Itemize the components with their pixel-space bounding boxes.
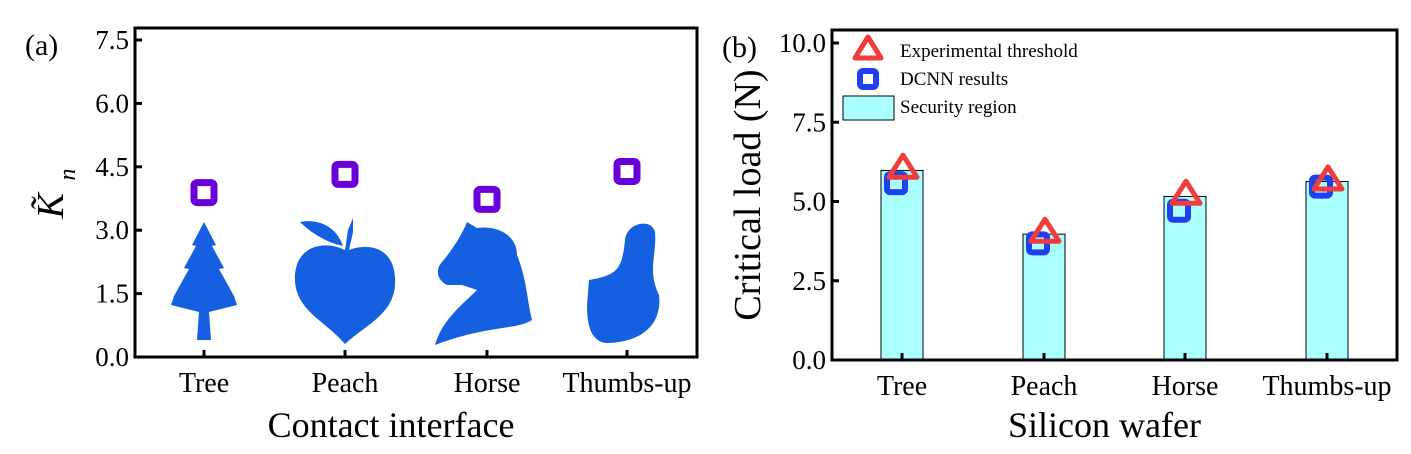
- y-tick-label: 6.0: [95, 88, 129, 118]
- thumbs-up-icon: [587, 223, 660, 343]
- y-tick-label: 7.5: [792, 107, 826, 137]
- x-axis-label: Contact interface: [268, 405, 515, 445]
- legend-label: Security region: [900, 97, 1017, 118]
- legend-label: Experimental threshold: [900, 41, 1078, 62]
- x-tick-label: Peach: [1011, 371, 1078, 402]
- y-tick-label: 5.0: [792, 187, 826, 217]
- y-tick-label: 4.5: [95, 152, 129, 182]
- marker-square-thumbs-up: [613, 157, 641, 185]
- panel-label: (b): [722, 31, 757, 64]
- plot-frame: [133, 26, 699, 359]
- peach-icon: [294, 218, 396, 344]
- x-tick-label: Thumbs-up: [562, 368, 691, 399]
- y-tick-label: 3.0: [95, 215, 129, 245]
- x-tick-label: Tree: [179, 368, 229, 399]
- bar-horse: [1163, 195, 1207, 361]
- y-axis-label-subscript: n: [55, 169, 81, 181]
- legend-triangle-icon: [852, 34, 884, 61]
- y-tick-label: 1.5: [95, 279, 129, 309]
- marker-triangle-thumbs-up: [1311, 164, 1345, 192]
- y-tick-label: 7.5: [95, 25, 129, 55]
- x-tick-label: Thumbs-up: [1262, 371, 1391, 402]
- panel-label: (a): [25, 29, 58, 62]
- x-tick-label: Peach: [312, 368, 379, 399]
- x-tick-label: Tree: [877, 371, 927, 402]
- plot-frame: [830, 28, 1399, 362]
- y-tick-label: 2.5: [792, 266, 826, 296]
- y-tick-label: 10.0: [779, 28, 826, 58]
- marker-triangle-horse: [1169, 178, 1203, 206]
- y-axis-label: Critical load (N): [727, 69, 769, 320]
- marker-square-horse: [473, 185, 501, 213]
- marker-square-peach: [331, 160, 359, 188]
- horse-icon: [435, 222, 532, 345]
- marker-square-tree: [884, 171, 908, 196]
- tree-icon: [171, 222, 237, 340]
- x-tick-label: Horse: [454, 368, 521, 399]
- bar-tree: [880, 169, 924, 361]
- legend-square-icon: [857, 68, 879, 90]
- marker-triangle-peach: [1028, 216, 1062, 244]
- y-axis-label: K̃: [30, 192, 72, 220]
- x-axis-label: Silicon wafer: [1008, 405, 1201, 445]
- y-tick-label: 0.0: [792, 345, 826, 375]
- legend-label: DCNN results: [900, 69, 1008, 90]
- y-tick-label: 0.0: [95, 342, 129, 372]
- legend-bar-swatch: [842, 95, 895, 121]
- marker-triangle-tree: [886, 152, 920, 180]
- bar-thumbs-up: [1305, 181, 1349, 361]
- x-tick-label: Horse: [1152, 371, 1219, 402]
- marker-square-tree: [190, 179, 218, 207]
